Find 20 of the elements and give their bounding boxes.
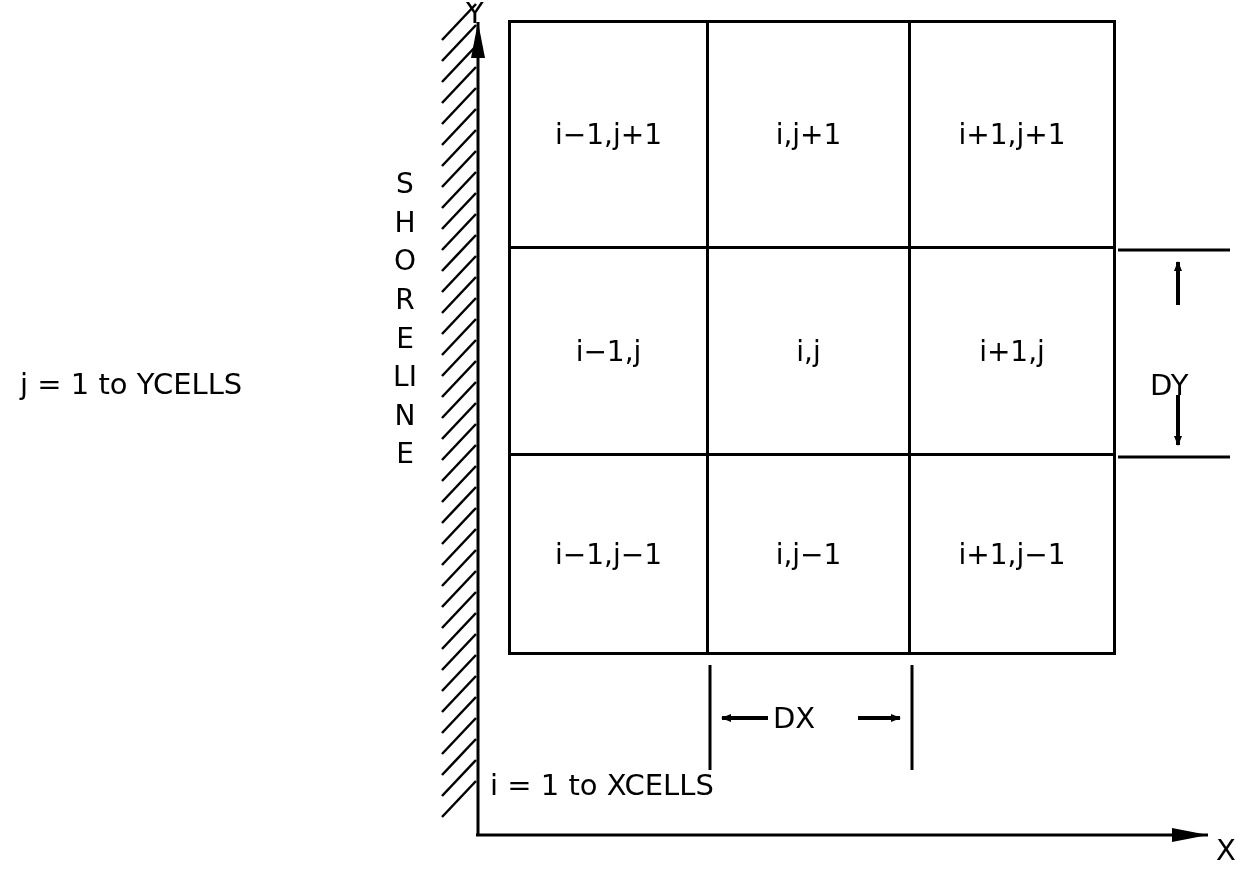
grid-cell — [908, 20, 1116, 249]
grid-cell — [508, 20, 709, 249]
grid-cell — [508, 453, 709, 655]
axis-label: Y — [466, 0, 484, 28]
dimension-label: DY — [1150, 371, 1189, 400]
cell-index: i+1,j+1 — [958, 118, 1066, 151]
dimension-label: DX — [773, 704, 816, 733]
cell-index: i−1,j−1 — [555, 537, 662, 571]
cell-index: i−1,j — [575, 334, 642, 368]
index-range-label: i = 1 to XCELLS — [490, 771, 714, 800]
cell-index: i,j+1 — [775, 118, 842, 151]
axis-label: X — [1216, 836, 1235, 865]
cell-index: i,j — [796, 334, 821, 368]
cell-index: i+1,j — [979, 334, 1045, 368]
cell-index: i−1,j+1 — [555, 118, 662, 151]
index-range-label: j = 1 to YCELLS — [20, 370, 243, 399]
grid-cell — [908, 453, 1116, 655]
boundary-label: SHORELINE — [392, 166, 418, 473]
cell-index: i+1,j−1 — [958, 537, 1066, 571]
cell-index: i,j−1 — [775, 537, 842, 571]
